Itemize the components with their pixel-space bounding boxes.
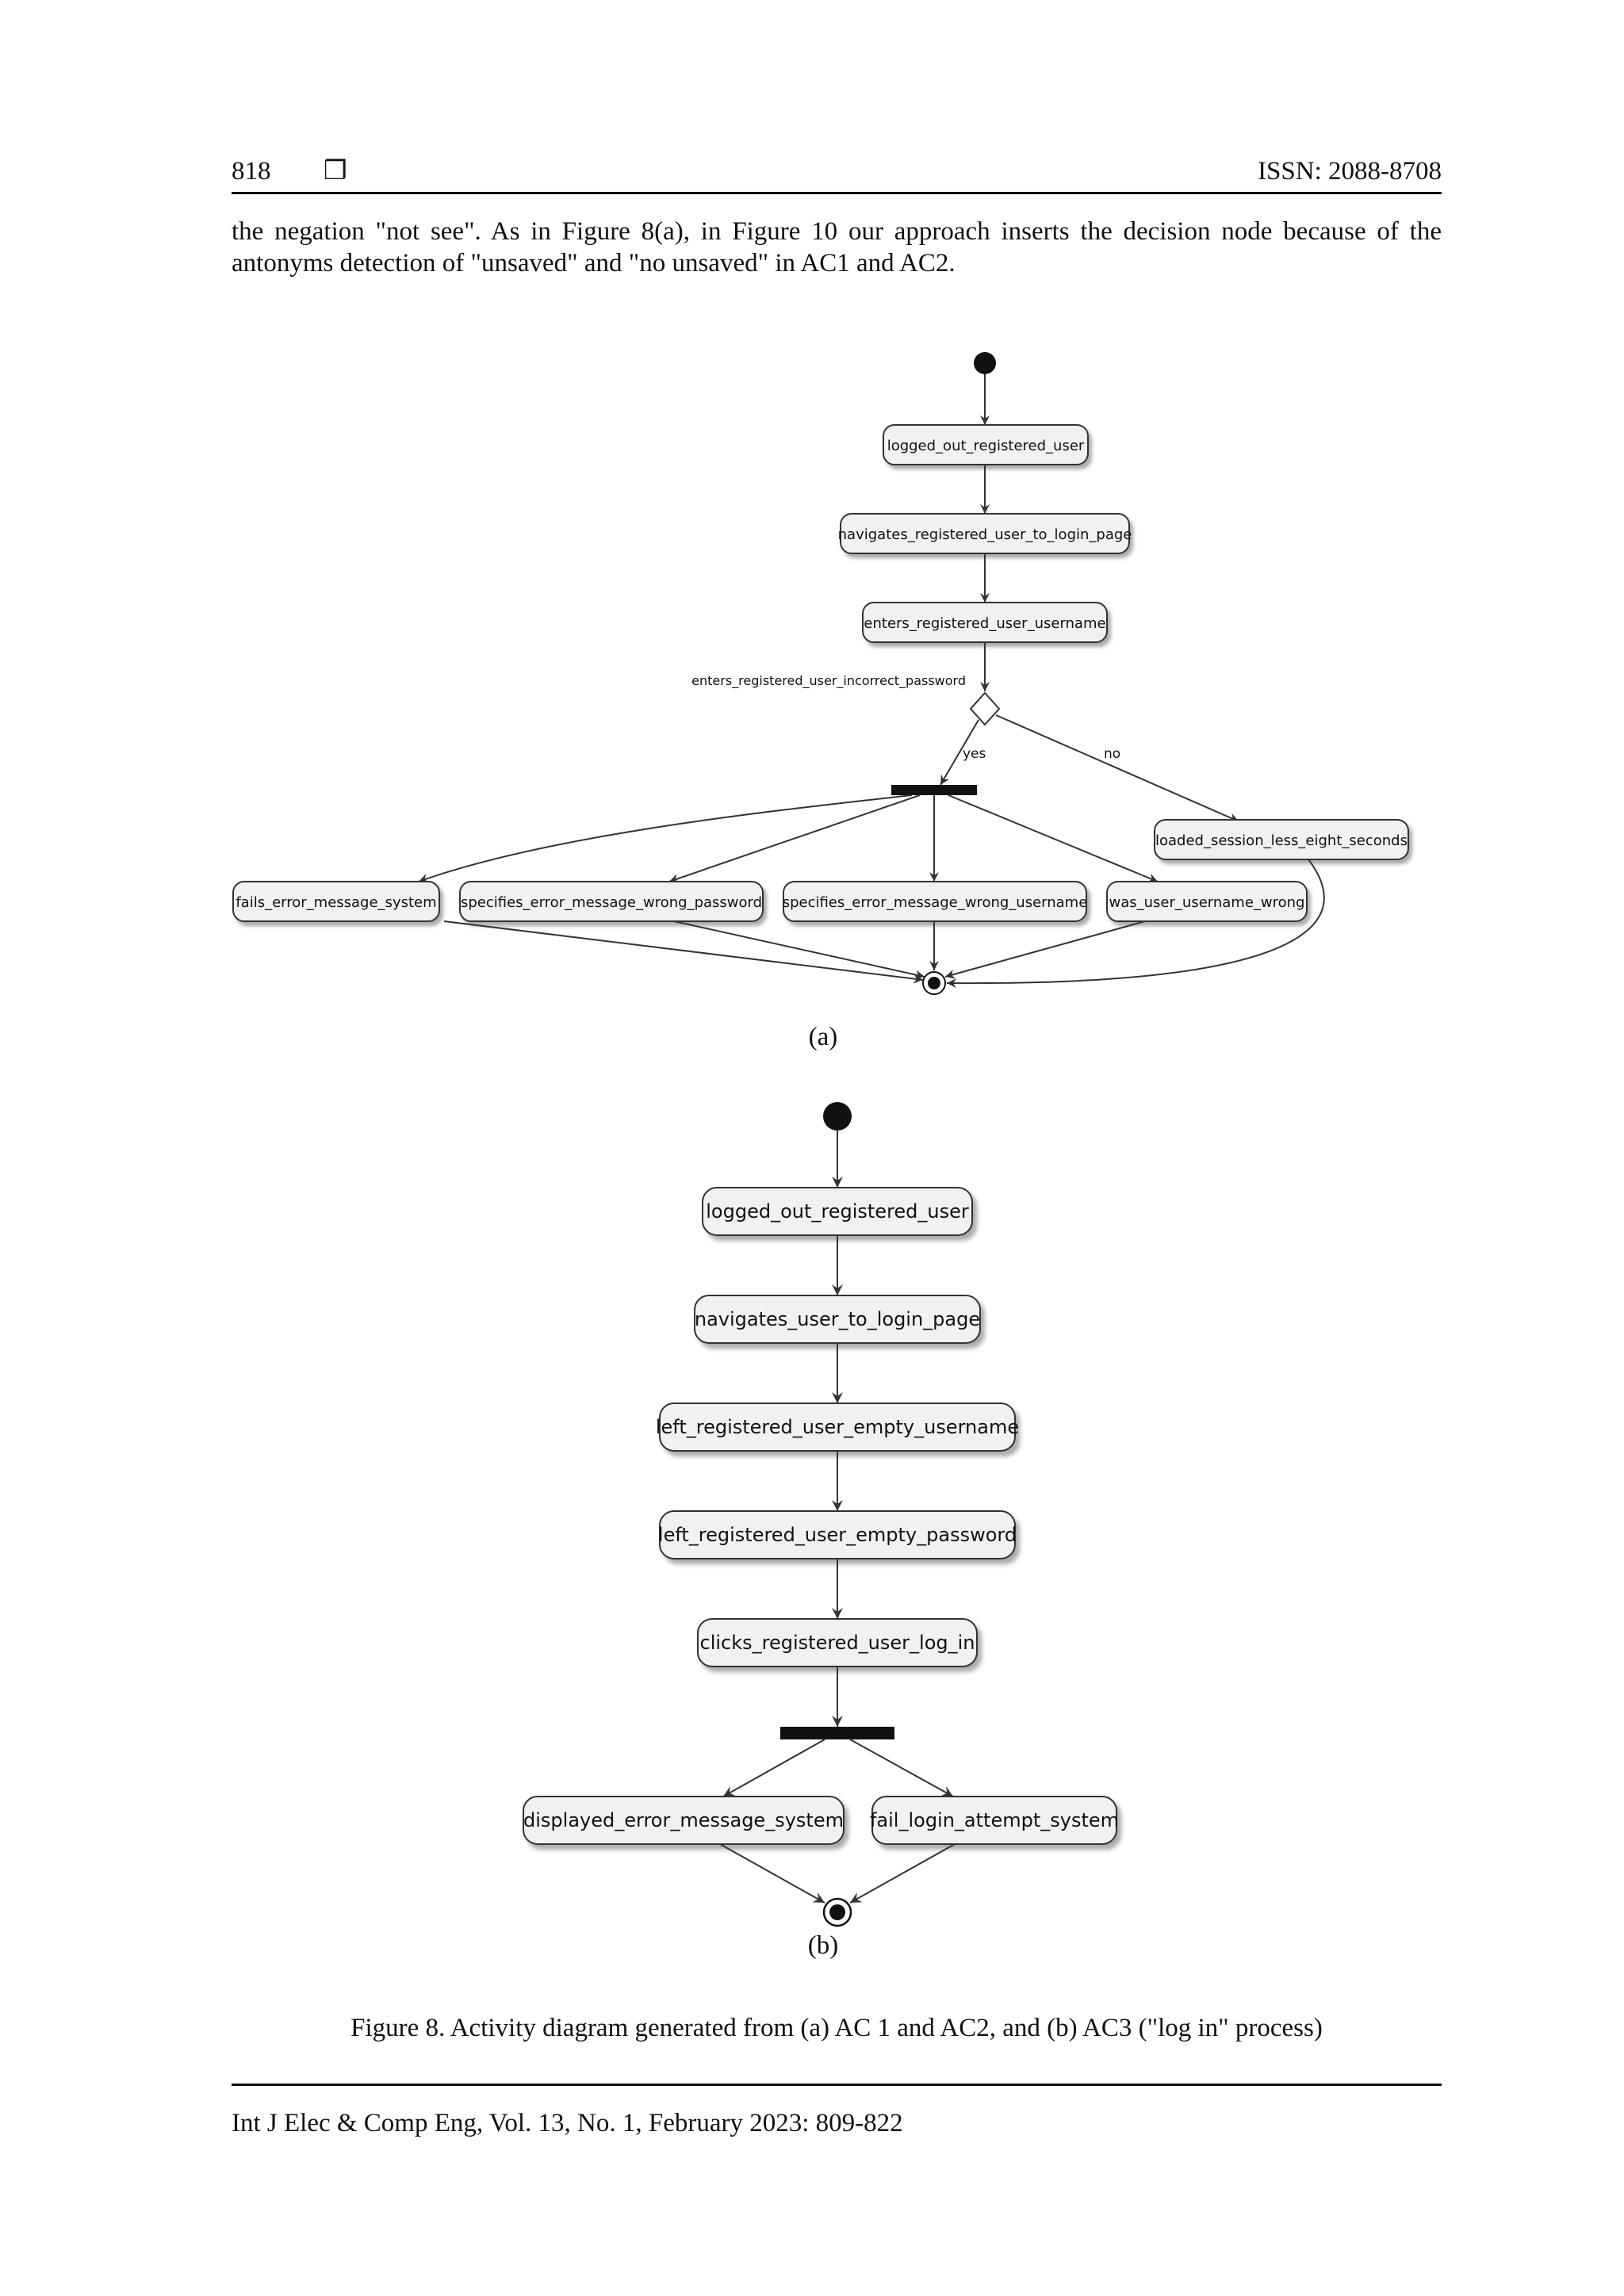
action-label-b3: specifies_error_message_wrong_username: [783, 894, 1088, 911]
header-rule: [232, 192, 1442, 194]
decision-label: enters_registered_user_incorrect_passwor…: [691, 673, 966, 689]
action-node-b3: specifies_error_message_wrong_username: [783, 881, 1088, 922]
action-node-b4: was_user_username_wrong: [1106, 881, 1308, 922]
action-node-b-n2: navigates_user_to_login_page: [694, 1295, 981, 1344]
page-number: 818: [232, 157, 271, 186]
action-label-b2: specifies_error_message_wrong_password: [461, 894, 762, 911]
action-label-b-n3: left_registered_user_empty_username: [656, 1416, 1019, 1438]
footer-rule: [232, 2084, 1442, 2086]
action-node-a1: logged_out_registered_user: [883, 424, 1089, 465]
action-label-b-n1: logged_out_registered_user: [706, 1200, 969, 1223]
subfigure-label-b: (b): [807, 1931, 839, 1960]
action-node-loaded: loaded_session_less_eight_seconds: [1154, 819, 1409, 860]
subfigure-label-a: (a): [808, 1023, 838, 1051]
action-node-b-n5: clicks_registered_user_log_in: [697, 1618, 978, 1667]
fork-bar-a: [891, 785, 977, 795]
body-paragraph: the negation "not see". As in Figure 8(a…: [232, 216, 1442, 279]
action-node-b2: specifies_error_message_wrong_password: [459, 881, 764, 922]
action-node-b-n1: logged_out_registered_user: [702, 1187, 973, 1236]
start-node-b: [823, 1102, 852, 1131]
activity-diagram-b: logged_out_registered_user navigates_use…: [523, 1102, 1119, 1927]
action-node-b-n4: left_registered_user_empty_password: [658, 1510, 1017, 1559]
action-node-a2: navigates_registered_user_to_login_page: [838, 513, 1132, 554]
action-label-b1: fails_error_message_system: [236, 894, 436, 911]
action-label-loaded: loaded_session_less_eight_seconds: [1155, 832, 1408, 849]
start-node-a: [974, 352, 996, 374]
action-label-a3: enters_registered_user_username: [864, 615, 1105, 632]
action-label-b4: was_user_username_wrong: [1109, 894, 1305, 911]
action-label-a1: logged_out_registered_user: [887, 438, 1085, 454]
issn: ISSN: 2088-8708: [1258, 157, 1442, 186]
paragraph-line-1: the negation "not see". As in Figure 8(a…: [232, 217, 1442, 246]
action-node-b-b2: fail_login_attempt_system: [870, 1796, 1119, 1845]
footer-journal: Int J Elec & Comp Eng, Vol. 13, No. 1, F…: [232, 2109, 903, 2137]
action-label-a2: navigates_registered_user_to_login_page: [838, 526, 1132, 543]
fork-bar-b: [780, 1727, 894, 1739]
action-label-b-b1: displayed_error_message_system: [523, 1809, 844, 1831]
action-label-b-n5: clicks_registered_user_log_in: [700, 1632, 975, 1654]
no-label: no: [1104, 746, 1120, 762]
action-node-a3: enters_registered_user_username: [862, 602, 1108, 643]
end-node-a: [922, 971, 946, 995]
action-node-b-b1: displayed_error_message_system: [523, 1796, 845, 1845]
end-node-b: [822, 1897, 852, 1927]
action-node-b1: fails_error_message_system: [232, 881, 440, 922]
activity-diagram-a: logged_out_registered_user navigates_reg…: [232, 352, 1409, 995]
figure-caption: Figure 8. Activity diagram generated fro…: [350, 2014, 1323, 2042]
action-label-b-n4: left_registered_user_empty_password: [658, 1524, 1017, 1546]
action-label-b-n2: navigates_user_to_login_page: [695, 1308, 980, 1330]
yes-label: yes: [963, 746, 986, 762]
decision-node: [969, 691, 1001, 726]
paragraph-line-2: antonyms detection of "unsaved" and "no …: [232, 249, 956, 277]
action-node-b-n3: left_registered_user_empty_username: [656, 1402, 1019, 1452]
action-label-b-b2: fail_login_attempt_system: [870, 1809, 1119, 1831]
header-box-icon: ❒: [324, 157, 347, 186]
